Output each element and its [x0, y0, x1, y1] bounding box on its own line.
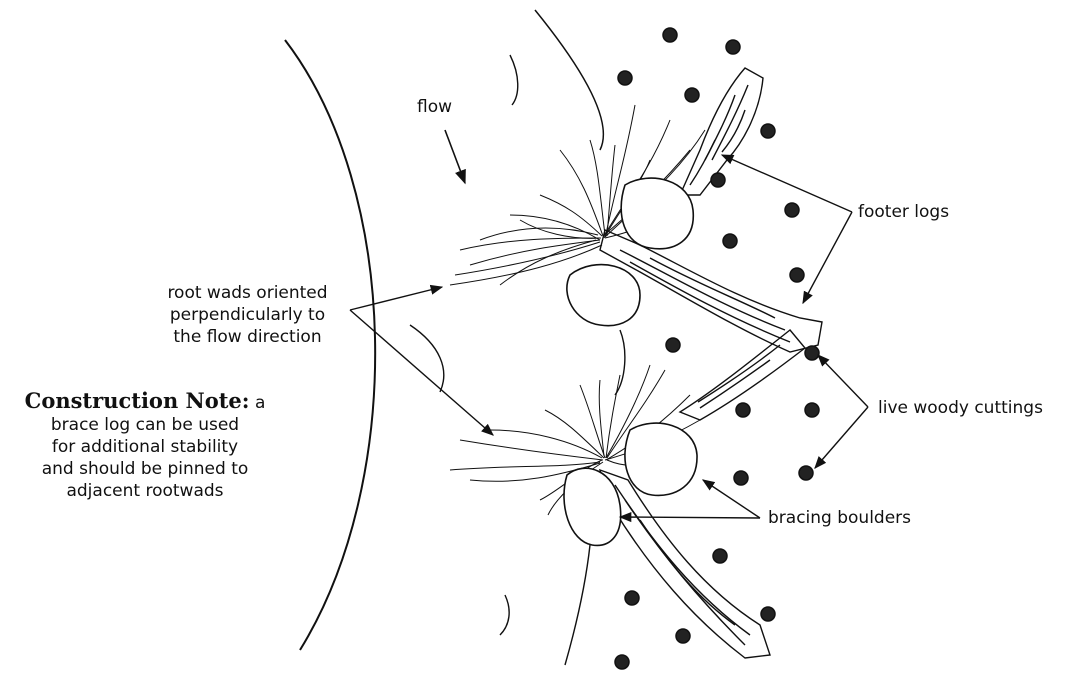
- cutting-dot: [799, 466, 813, 480]
- right-stream-bank: [535, 10, 603, 150]
- cutting-dot: [676, 629, 690, 643]
- cutting-dot: [723, 234, 737, 248]
- construction-note-heading: Construction Note:: [25, 388, 250, 413]
- bracing-boulder: [564, 468, 621, 545]
- footer-logs-label: footer logs: [858, 201, 949, 223]
- boulders-arrow-lower: [620, 517, 760, 518]
- bracing-boulder: [621, 178, 693, 249]
- cutting-dot: [625, 591, 639, 605]
- footer-logs-arrow-lower: [803, 212, 852, 303]
- cutting-dot: [761, 124, 775, 138]
- flow-label: flow: [417, 96, 452, 118]
- footer-logs-arrow-upper: [722, 155, 852, 212]
- construction-note: Construction Note: a brace log can be us…: [0, 390, 290, 502]
- cutting-dot: [663, 28, 677, 42]
- cutting-dot: [761, 607, 775, 621]
- live-woody-cuttings: [615, 28, 819, 669]
- flow-arrow: [445, 130, 465, 183]
- construction-note-line: adjacent rootwads: [0, 480, 290, 502]
- bank-line-fragment: [410, 325, 444, 392]
- root-wads-line: the flow direction: [140, 326, 355, 348]
- root-wads-line: perpendicularly to: [140, 304, 355, 326]
- construction-note-first-tail: a: [250, 393, 266, 413]
- construction-note-first-line: Construction Note: a: [0, 390, 290, 414]
- bracing-boulders-label: bracing boulders: [768, 507, 911, 529]
- cutting-dot: [805, 346, 819, 360]
- live-cuttings-arrow-lower: [815, 407, 868, 468]
- cutting-dot: [726, 40, 740, 54]
- cutting-dot: [711, 173, 725, 187]
- cutting-dot: [736, 403, 750, 417]
- root-wads-line: root wads oriented: [140, 282, 355, 304]
- cutting-dot: [618, 71, 632, 85]
- cutting-dot: [785, 203, 799, 217]
- construction-note-line: and should be pinned to: [0, 458, 290, 480]
- boulders-arrow-upper: [703, 480, 760, 518]
- bank-line-fragment: [500, 595, 509, 635]
- bracing-boulder: [567, 265, 640, 326]
- bracing-boulder: [625, 423, 697, 495]
- construction-note-line: brace log can be used: [0, 414, 290, 436]
- cutting-dot: [805, 403, 819, 417]
- cutting-dot: [790, 268, 804, 282]
- cutting-dot: [734, 471, 748, 485]
- cutting-dot: [666, 338, 680, 352]
- live-cuttings-arrow-upper: [818, 355, 868, 407]
- live-woody-cuttings-label: live woody cuttings: [878, 397, 1043, 419]
- bank-line-fragment: [565, 545, 590, 665]
- cutting-dot: [685, 88, 699, 102]
- cutting-dot: [615, 655, 629, 669]
- root-wads-label: root wads oriented perpendicularly to th…: [140, 282, 355, 348]
- construction-note-line: for additional stability: [0, 436, 290, 458]
- bank-line-fragment: [510, 55, 518, 105]
- bank-line-fragment: [615, 330, 625, 395]
- cutting-dot: [713, 549, 727, 563]
- rootwads-arrow-upper: [350, 287, 442, 310]
